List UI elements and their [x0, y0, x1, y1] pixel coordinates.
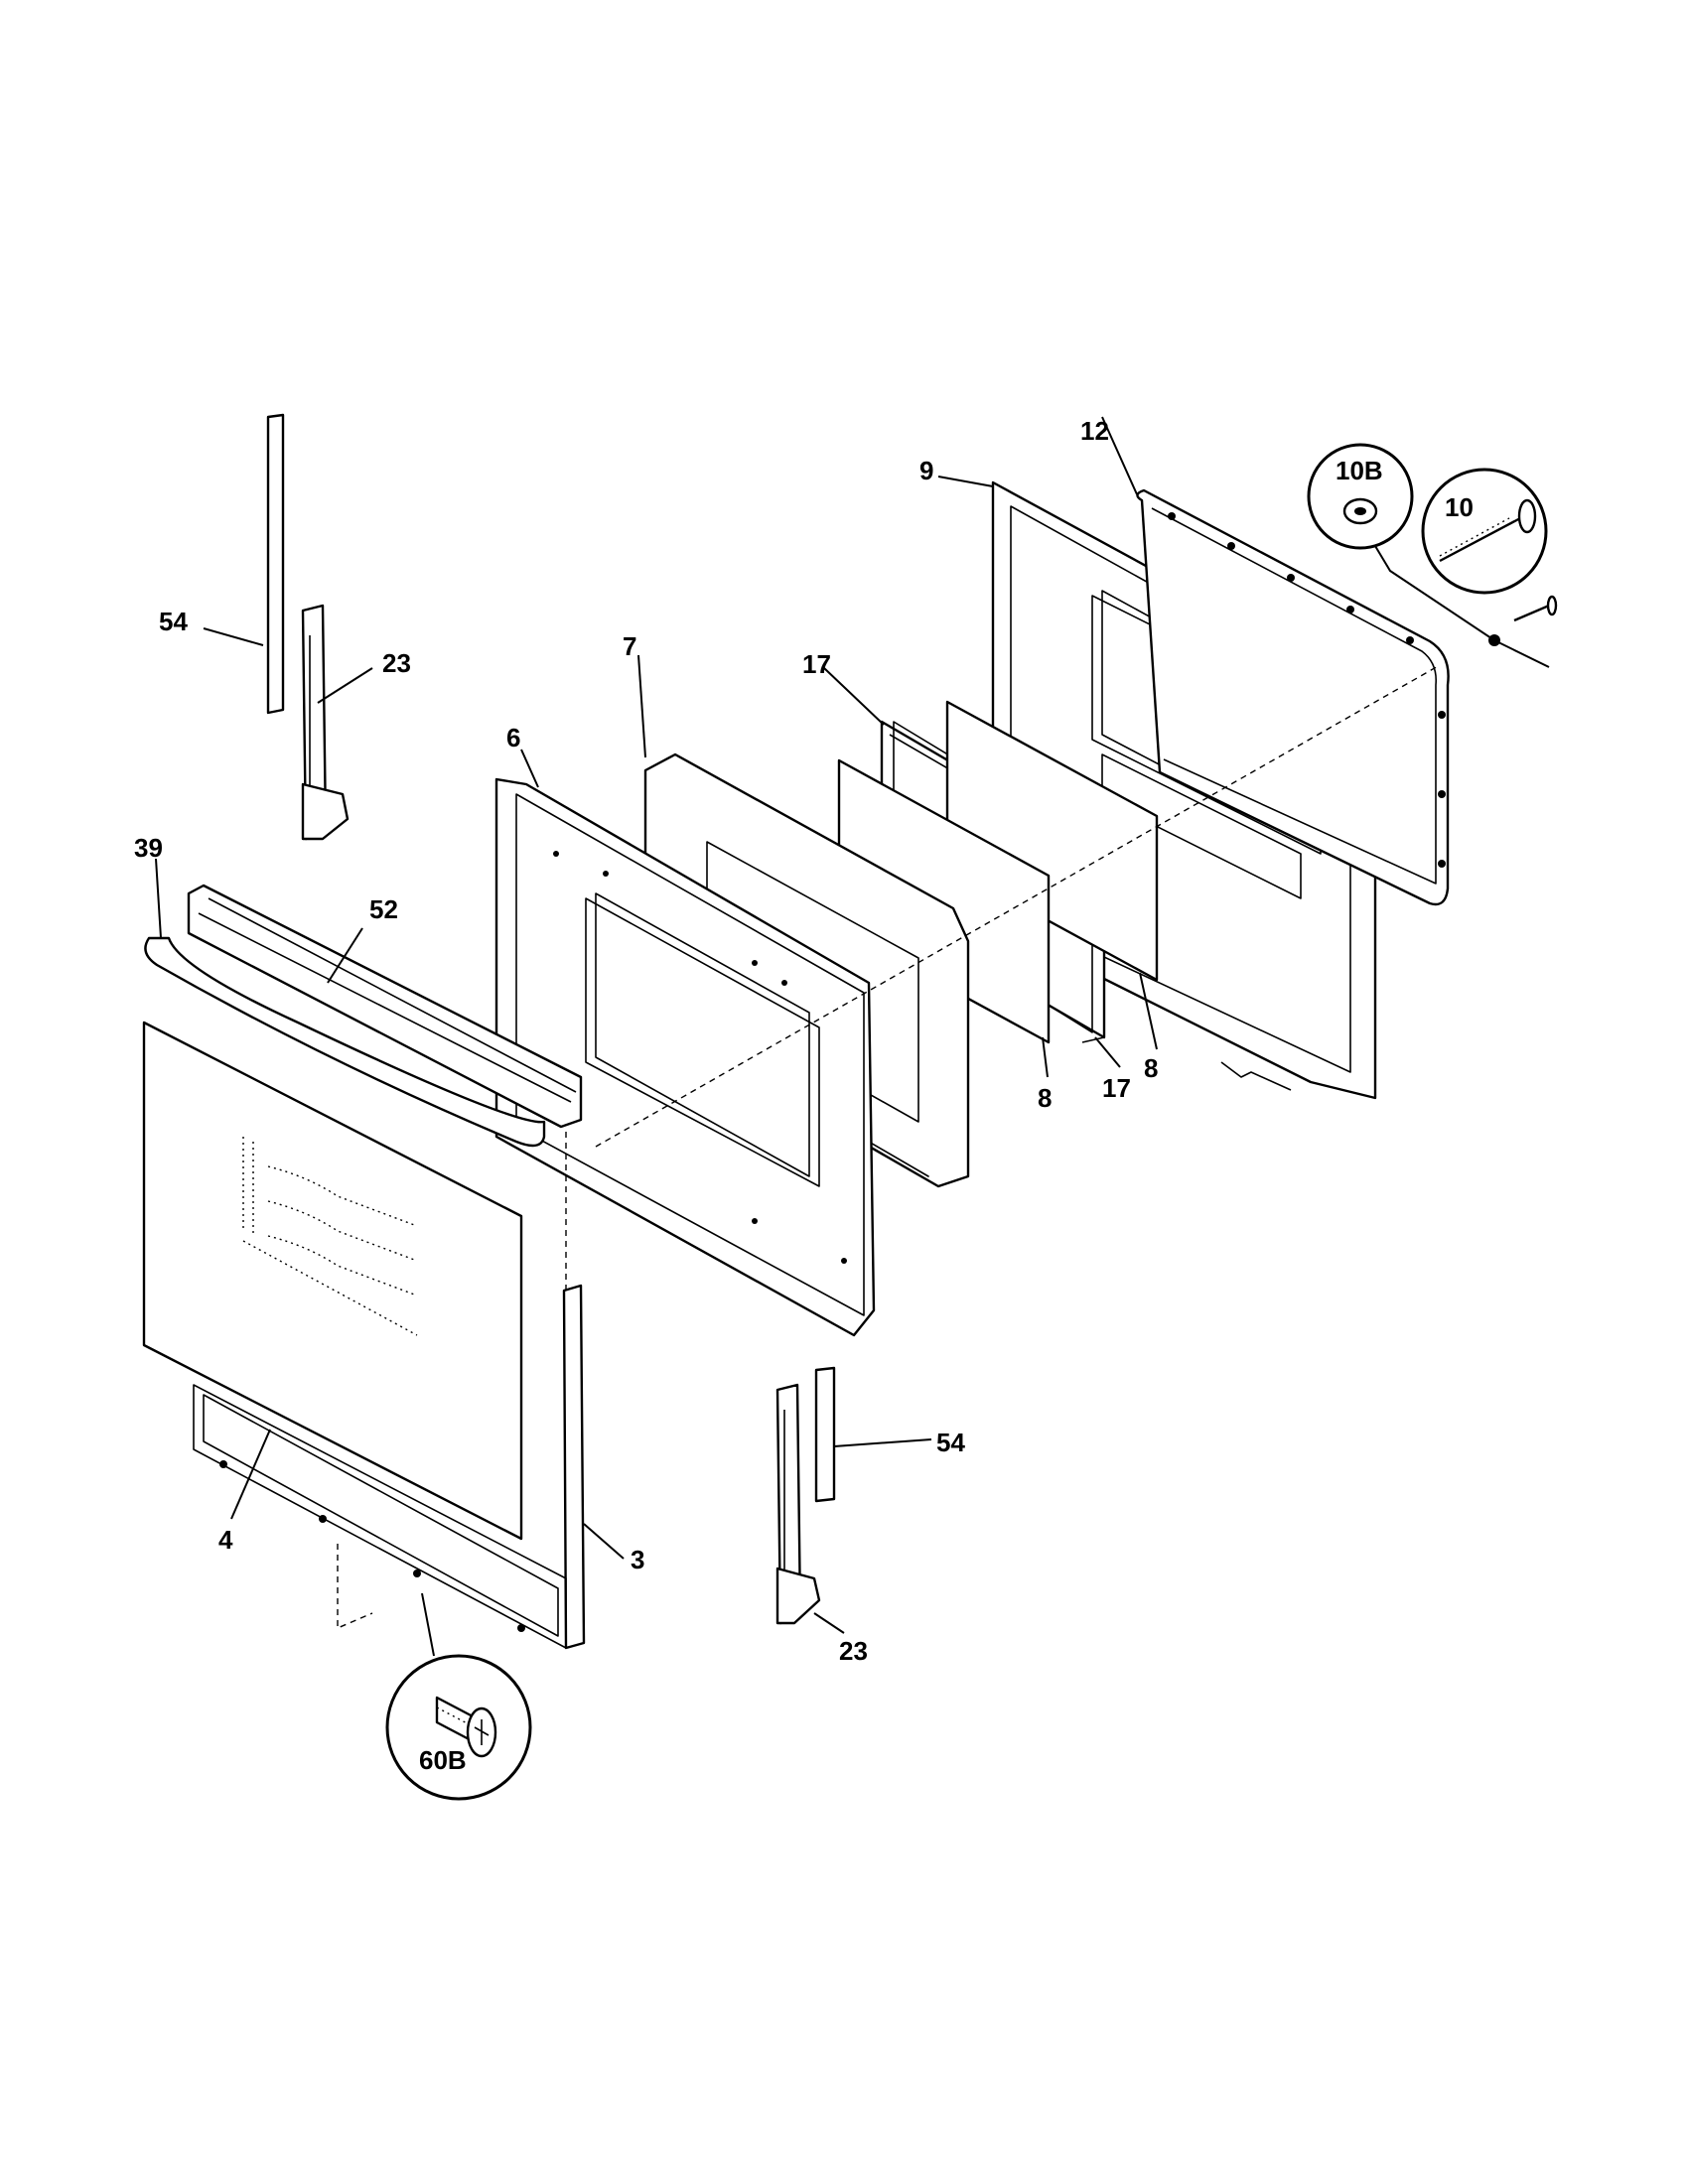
- alignment-line-main: [595, 664, 1441, 1148]
- callout-54-lower: 54: [936, 1428, 965, 1457]
- callout-54-upper: 54: [159, 607, 188, 636]
- callout-7: 7: [623, 631, 636, 661]
- outer-door-panel-3: [142, 1021, 523, 1541]
- alignment-line-screw: [337, 1544, 373, 1630]
- handle-trim-39: [144, 936, 546, 1148]
- washer-inset-10b: 10B: [1307, 443, 1414, 550]
- callout-9: 9: [919, 456, 933, 485]
- callout-17-upper: 17: [802, 649, 831, 679]
- screw-inset-60b: 60B: [385, 1654, 532, 1801]
- clip-54-lower: [814, 1366, 836, 1503]
- hinge-23-lower: [775, 1383, 821, 1625]
- callout-23-lower: 23: [839, 1636, 868, 1666]
- callout-6: 6: [506, 723, 520, 752]
- callout-39: 39: [134, 833, 163, 863]
- lower-door-frame-4: [193, 1384, 567, 1649]
- glass-panel-8-rear: [945, 700, 1159, 982]
- clip-54-upper: [266, 413, 285, 715]
- callout-17-lower: 17: [1102, 1073, 1131, 1103]
- callout-12: 12: [1080, 416, 1109, 446]
- door-handle-52: [187, 884, 583, 1129]
- gasket-clips: [1168, 512, 1446, 868]
- callout-60b: 60B: [419, 1745, 467, 1775]
- callout-52: 52: [369, 894, 398, 924]
- callout-3: 3: [631, 1545, 644, 1574]
- callout-10: 10: [1445, 492, 1474, 522]
- frame-screws: [219, 1460, 525, 1632]
- callout-4: 4: [218, 1525, 233, 1555]
- hinge-23-upper: [301, 604, 350, 841]
- screw-10-in-place: [1488, 595, 1558, 646]
- screw-inset-10: 10: [1421, 468, 1548, 595]
- leader-lines: [155, 416, 1158, 1657]
- callout-8-center: 8: [1038, 1083, 1052, 1113]
- callout-8-right: 8: [1144, 1053, 1158, 1083]
- callout-23-upper: 23: [382, 648, 411, 678]
- callout-10b: 10B: [1336, 456, 1383, 485]
- side-trim-3: [562, 1284, 586, 1650]
- callout-labels: 54 23 7 6 17 12 9 39 52 8 8 17 54 23 4 3: [134, 416, 1158, 1666]
- window-print-dots: [242, 1137, 418, 1336]
